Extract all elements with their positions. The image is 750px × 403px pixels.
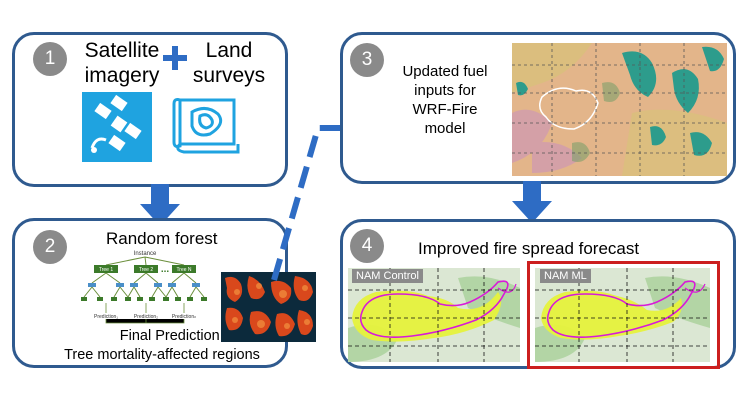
step-badge-3: 3 <box>350 43 384 77</box>
tree-2-node <box>134 265 158 273</box>
nam-ml-map <box>535 268 710 362</box>
nam-ml-highlight-frame <box>527 261 720 369</box>
step-badge-4: 4 <box>350 229 384 263</box>
nam-control-map <box>348 268 520 362</box>
down-arrow-1-to-2 <box>140 184 180 226</box>
random-forest-diagram: Instance Tree 1 Tree 2 Tree N ... <box>70 247 220 325</box>
satellite-icon <box>82 92 152 162</box>
prediction-n-label: Predictionₙ <box>172 314 196 320</box>
tree-1-node <box>94 265 118 273</box>
fuel-inputs-label: Updated fuel inputs for WRF-Fire model <box>402 63 488 137</box>
down-arrow-3-to-4 <box>512 181 552 223</box>
random-forest-title: Random forest <box>106 229 218 248</box>
tree-2-label: Tree 2 <box>139 267 153 273</box>
prediction-2-label: Prediction₂ <box>134 314 158 320</box>
prediction-1-label: Prediction₁ <box>94 314 118 320</box>
fuel-map <box>512 43 727 176</box>
tree-1-label: Tree 1 <box>99 267 113 273</box>
tree-n-node <box>172 265 196 273</box>
tree-mortality-map <box>221 272 316 342</box>
plus-icon <box>163 46 187 70</box>
tree-n-label: Tree N <box>176 267 191 273</box>
step-badge-1: 1 <box>33 42 67 76</box>
instance-label: Instance <box>134 251 157 257</box>
nam-control-label: NAM Control <box>352 269 423 283</box>
nam-ml-label: NAM ML <box>540 269 591 283</box>
step-badge-2: 2 <box>33 230 67 264</box>
fire-forecast-title: Improved fire spread forecast <box>418 239 640 258</box>
survey-map-icon <box>170 94 242 156</box>
land-surveys-label: Land surveys <box>192 39 266 87</box>
satellite-imagery-label: Satellite imagery <box>84 39 160 87</box>
final-prediction-caption: Final Prediction = Tree mortality-affect… <box>64 328 260 363</box>
ellipsis-label: ... <box>161 264 170 275</box>
